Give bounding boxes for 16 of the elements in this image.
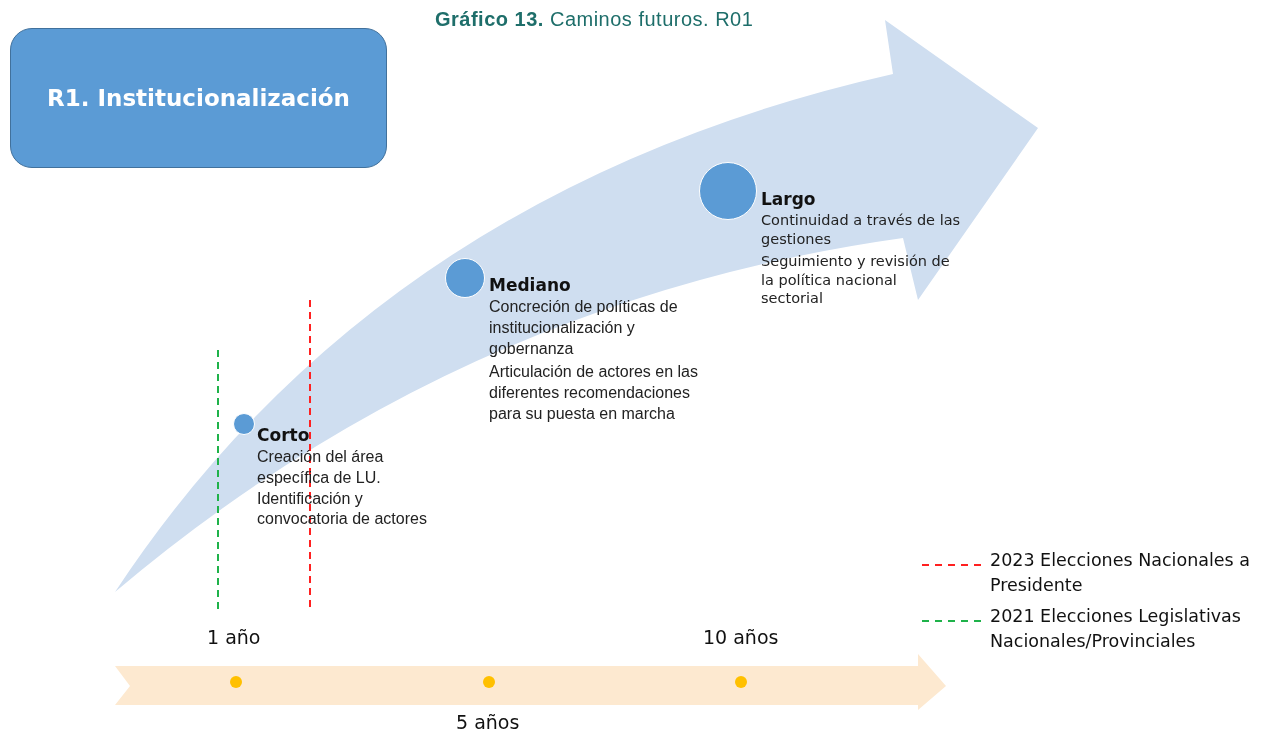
chart-title: Gráfico 13. Caminos futuros. R01 <box>435 8 754 31</box>
stage-description: Concreción de políticas de institucionalización y gobernanza <box>489 297 679 359</box>
stage-description: Creación del área específica de LU. Identificación y convocatoria de actores <box>257 447 428 530</box>
stage-heading: Largo <box>761 189 817 209</box>
time-label: 1 año <box>207 626 261 648</box>
stage-heading: Corto <box>257 425 311 445</box>
stage-circle <box>233 413 255 435</box>
stage-heading: Mediano <box>489 275 572 295</box>
time-label: 10 años <box>703 626 779 648</box>
time-label: 5 años <box>456 711 520 733</box>
stage-description: Articulación de actores en las diferentes recomendaciones para su puesta en marcha <box>489 362 699 424</box>
legend-text: 2021 Elecciones Legislativas Nacionales/Provinciales <box>990 605 1242 653</box>
legend-text: 2023 Elecciones Nacionales a Presidente <box>990 549 1251 597</box>
title-box: R1. Institucionalización <box>10 28 387 168</box>
stage-description: Seguimiento y revisión de la política nacional sectorial <box>761 251 951 309</box>
stage-description: Continuidad a través de las gestiones <box>761 211 961 249</box>
